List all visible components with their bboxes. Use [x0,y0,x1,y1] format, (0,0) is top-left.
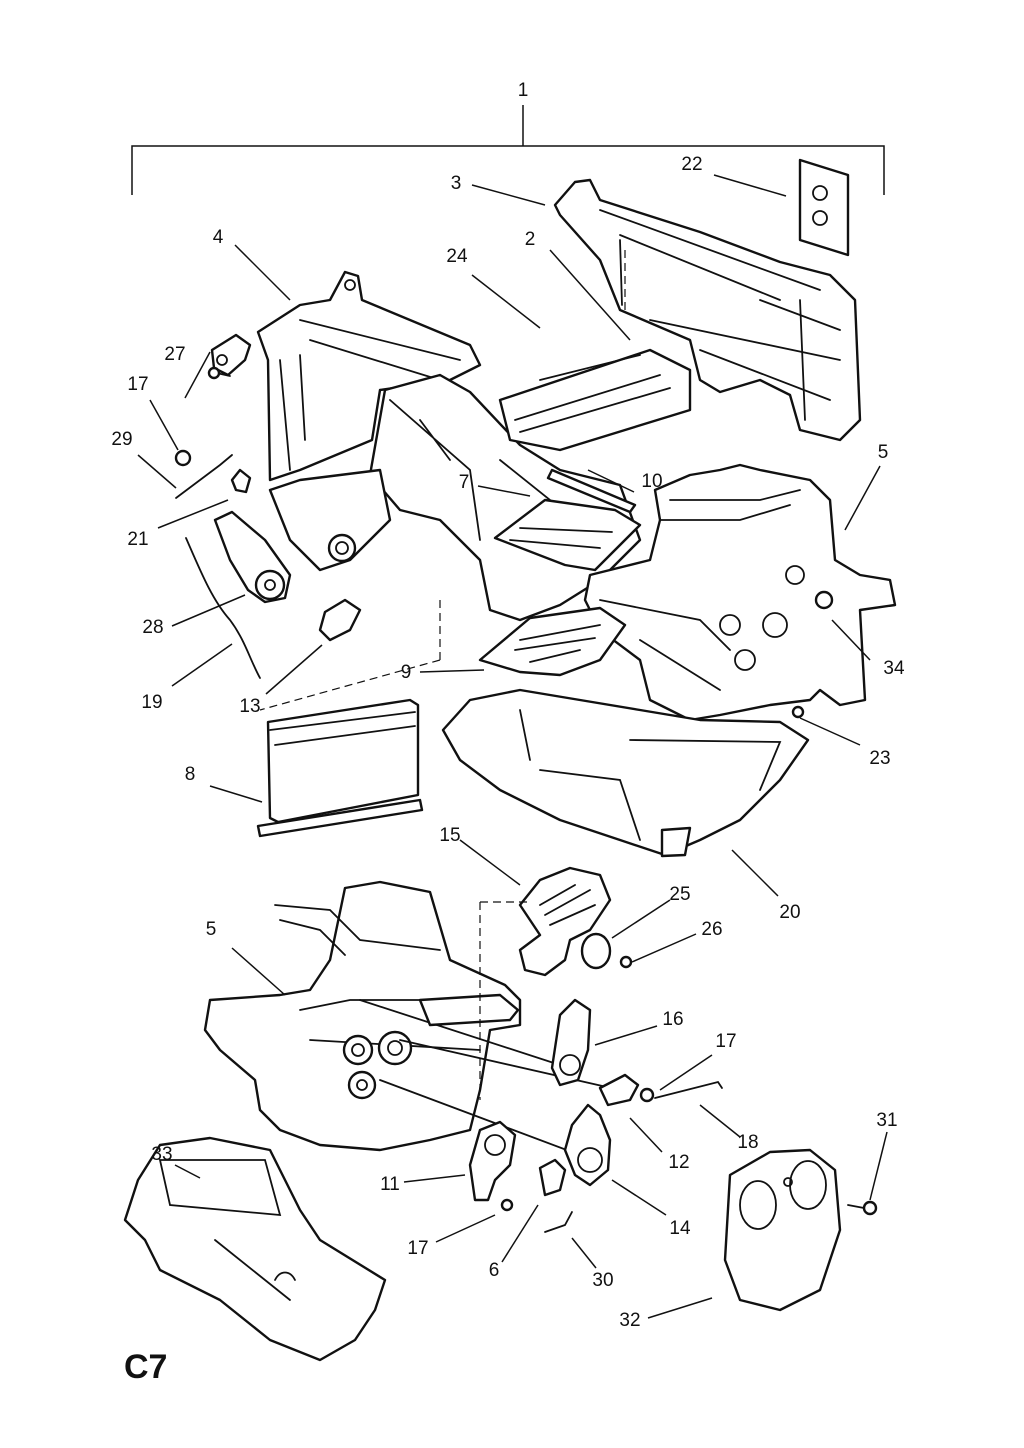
callout-13: 13 [239,696,260,717]
callout-30: 30 [592,1270,613,1291]
callout-34: 34 [883,658,905,679]
callout-17-upper: 17 [127,374,148,395]
callout-5-upper: 5 [878,442,889,463]
callout-2: 2 [525,229,536,250]
callout-33: 33 [151,1144,172,1165]
callout-28: 28 [142,617,163,638]
callout-31: 31 [876,1110,897,1131]
callout-10: 10 [641,471,662,492]
callout-16: 16 [662,1009,683,1030]
callout-7: 7 [459,472,470,493]
callout-29: 29 [111,429,132,450]
callout-26: 26 [701,919,722,940]
callout-14: 14 [669,1218,691,1239]
callout-5-lower: 5 [206,919,217,940]
callout-32: 32 [619,1310,640,1331]
callout-25: 25 [669,884,690,905]
callout-17-lower: 17 [407,1238,428,1259]
callout-17-mid: 17 [715,1031,736,1052]
callout-19: 19 [141,692,162,713]
callout-3: 3 [451,173,462,194]
callout-23: 23 [869,748,890,769]
upper-heater-housing [174,158,897,858]
callout-27: 27 [164,344,185,365]
callout-9: 9 [401,662,412,683]
assembly-bracket [131,105,885,195]
callout-6: 6 [489,1260,500,1281]
callout-1: 1 [518,80,529,101]
callout-11: 11 [380,1174,400,1195]
callout-20: 20 [779,902,800,923]
callout-12: 12 [668,1152,689,1173]
lower-housing-assembly [123,866,878,1362]
callout-18: 18 [737,1132,758,1153]
page-code: C7 [124,1348,167,1386]
callout-4: 4 [213,227,224,248]
callout-15: 15 [439,825,460,846]
callout-24: 24 [446,246,468,267]
callout-labels: 1 2 3 4 5 7 8 9 10 13 15 17 19 20 21 22 … [111,80,905,1331]
leader-lines [137,174,888,1319]
callout-22: 22 [681,154,702,175]
callout-8: 8 [185,764,196,785]
callout-21: 21 [127,529,148,550]
